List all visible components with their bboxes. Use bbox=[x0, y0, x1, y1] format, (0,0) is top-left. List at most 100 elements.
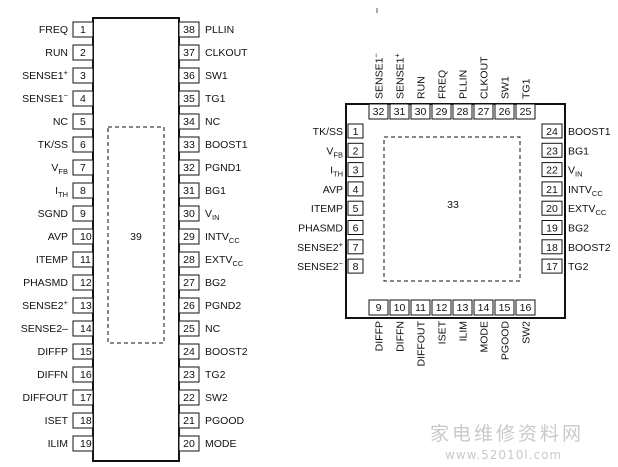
pin-number: 6 bbox=[353, 223, 359, 235]
pin-box bbox=[72, 251, 94, 268]
pin-name: MODE bbox=[479, 321, 491, 353]
pin-box bbox=[72, 320, 94, 337]
pin-number: 5 bbox=[353, 203, 359, 215]
pin-label: DIFFOUT bbox=[23, 392, 69, 404]
pin-number: 25 bbox=[183, 323, 195, 335]
pin-label: RUN bbox=[416, 76, 428, 99]
pin-label: BOOST1 bbox=[205, 139, 248, 151]
pin-name: V bbox=[326, 145, 333, 157]
ssop-exposed-pad bbox=[107, 126, 165, 344]
pin-ssop-right: 33 BOOST1 bbox=[178, 136, 248, 153]
pin-box bbox=[178, 297, 200, 314]
pin-number: 3 bbox=[80, 70, 86, 82]
pin-box bbox=[178, 113, 200, 130]
pin-number: 21 bbox=[546, 184, 558, 196]
pin-superscript: − bbox=[64, 91, 69, 100]
pin-name: DIFFOUT bbox=[416, 320, 428, 366]
pin-qfn-right: 21 INTVCC bbox=[541, 181, 603, 198]
pin-box bbox=[473, 299, 494, 316]
pin-label: BOOST1 bbox=[568, 126, 611, 138]
pin-subscript: CC bbox=[595, 208, 606, 217]
pin-box bbox=[72, 21, 94, 38]
pin-superscript: + bbox=[339, 240, 344, 249]
pin-label: NC bbox=[205, 116, 221, 128]
qfn-body bbox=[345, 103, 566, 319]
pin-box bbox=[368, 299, 389, 316]
pin-number: 33 bbox=[183, 139, 195, 151]
pin-label: DIFFP bbox=[374, 321, 386, 351]
pin-number: 35 bbox=[183, 93, 195, 105]
pin-box bbox=[178, 274, 200, 291]
pin-box bbox=[541, 181, 563, 197]
pin-box bbox=[72, 297, 94, 314]
pin-label: SGND bbox=[38, 208, 69, 220]
pin-box bbox=[178, 228, 200, 245]
pin-box bbox=[541, 239, 563, 255]
pin-label: BOOST2 bbox=[568, 242, 611, 254]
pin-number: 7 bbox=[353, 242, 359, 254]
pin-label: INTVCC bbox=[205, 231, 240, 245]
pin-name: PLLIN bbox=[205, 24, 234, 36]
pin-number: 13 bbox=[80, 300, 92, 312]
pin-box bbox=[541, 123, 563, 139]
pin-box bbox=[515, 103, 536, 120]
pin-superscript: + bbox=[64, 298, 69, 307]
pin-label: BG1 bbox=[205, 185, 226, 197]
pin-box bbox=[347, 181, 364, 197]
pin-name: INTV bbox=[568, 184, 592, 196]
pin-box bbox=[72, 343, 94, 360]
pin-label: SENSE2– bbox=[21, 323, 68, 335]
pin-name: TG2 bbox=[568, 261, 589, 273]
pin-label: VIN bbox=[568, 165, 583, 179]
pin-label: SW1 bbox=[205, 70, 228, 82]
pin-name: SENSE2 bbox=[22, 300, 64, 312]
pin-number: 10 bbox=[394, 302, 406, 314]
pin-subscript: TH bbox=[58, 190, 68, 199]
pin-number: 12 bbox=[436, 302, 448, 314]
pin-label: SENSE2+ bbox=[297, 240, 343, 254]
pin-box bbox=[410, 299, 431, 316]
pin-name: SW2 bbox=[205, 392, 228, 404]
pin-label: DIFFP bbox=[38, 346, 68, 358]
pin-number: 13 bbox=[457, 302, 469, 314]
pin-name: I bbox=[330, 165, 333, 177]
pin-name: I bbox=[55, 185, 58, 197]
pin-label: SENSE1− bbox=[22, 91, 68, 105]
pin-name: PHASMD bbox=[298, 223, 343, 235]
pin-box bbox=[178, 320, 200, 337]
pin-number: 26 bbox=[183, 300, 195, 312]
pin-number: 10 bbox=[80, 231, 92, 243]
pin-box bbox=[72, 205, 94, 222]
pin-name: NC bbox=[53, 116, 69, 128]
pin-box bbox=[178, 412, 200, 429]
pin-box bbox=[178, 67, 200, 84]
pin-number: 23 bbox=[546, 145, 558, 157]
pin-number: 15 bbox=[499, 302, 511, 314]
pin-label: FREQ bbox=[437, 70, 449, 99]
pin-number: 12 bbox=[80, 277, 92, 289]
pin-number: 29 bbox=[183, 231, 195, 243]
pin-ssop-right: 29 INTVCC bbox=[178, 228, 240, 245]
pin-name: RUN bbox=[416, 76, 428, 99]
pin-label: ITEMP bbox=[311, 203, 343, 215]
pin-label: INTVCC bbox=[568, 184, 603, 198]
pin-box bbox=[541, 142, 563, 158]
pin-box bbox=[368, 103, 389, 120]
pin-box bbox=[72, 90, 94, 107]
pin-superscript: + bbox=[393, 53, 402, 58]
pin-name: RUN bbox=[45, 47, 68, 59]
pin-name: ITEMP bbox=[36, 254, 68, 266]
